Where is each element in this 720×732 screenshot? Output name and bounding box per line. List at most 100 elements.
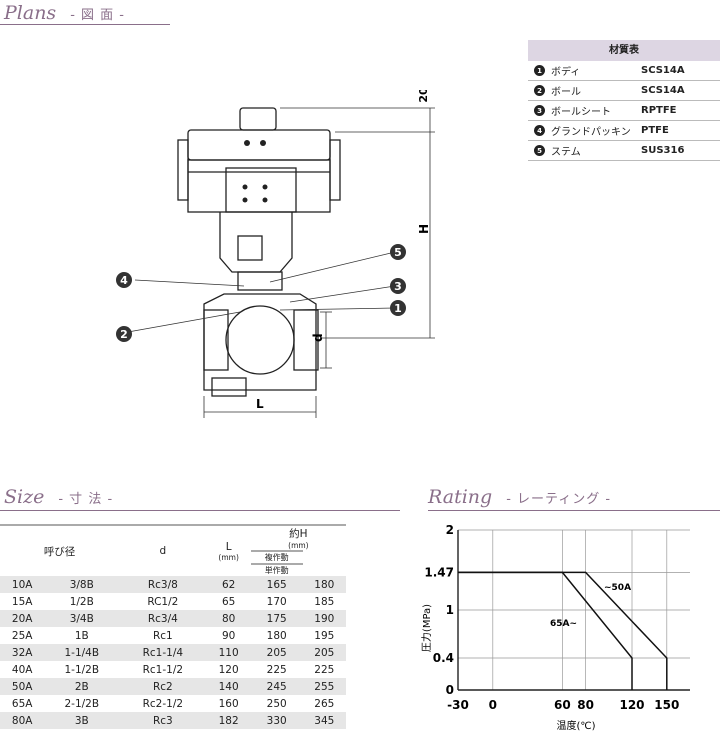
series-label: 65A~ (550, 619, 577, 629)
part-name: ボディ (551, 67, 581, 78)
table-cell: 1-1/2B (64, 663, 100, 676)
part-name: ステム (551, 147, 581, 158)
table-cell: Rc2-1/2 (142, 697, 184, 710)
series-label: ~50A (604, 583, 631, 593)
col-l-label: L (225, 540, 232, 553)
table-cell: 80 (206, 610, 251, 627)
callout-4-label: 4 (120, 274, 128, 287)
callout-1-label: 1 (394, 302, 402, 315)
table-cell: 1B (74, 629, 89, 642)
col-l-unit: (mm) (218, 552, 239, 562)
table-cell: Rc3 (119, 712, 207, 729)
x-tick-label: 0 (489, 698, 497, 712)
material-row: 5 ステム SUS316 (528, 141, 720, 161)
table-cell: 25A (11, 629, 33, 642)
size-heading: Size - 寸 法 - (4, 486, 113, 508)
dim-l-label: L (256, 397, 264, 411)
table-cell: 190 (302, 610, 346, 627)
table-cell: 205 (302, 644, 346, 661)
actuator-boss (239, 107, 277, 131)
table-cell: Rc3/4 (119, 610, 207, 627)
table-cell: 65 (221, 595, 236, 608)
rating-heading: Rating - レーティング - (428, 486, 611, 508)
col-single-acting: 単作動 (250, 563, 303, 576)
table-cell: Rc1-1/4 (119, 644, 207, 661)
table-cell: 345 (302, 712, 346, 729)
actuator-cap-right (329, 139, 341, 201)
table-cell: 182 (206, 712, 251, 729)
table-cell: Rc1-1/2 (142, 663, 184, 676)
callout-2 (116, 326, 132, 342)
dim-20-label: 20 (417, 90, 430, 103)
series-line (458, 571, 633, 690)
table-cell: Rc1 (152, 629, 173, 642)
size-title: Size (4, 486, 45, 508)
callout-number: 2 (534, 85, 545, 96)
dim-d-label: d (311, 333, 325, 342)
y-axis-label: 圧力(MPa) (420, 604, 433, 652)
col-nominal: 呼び径 (0, 524, 120, 576)
material-row: 2 ボール SCS14A (528, 81, 720, 101)
port-hole (260, 140, 266, 146)
col-h-unit: (mm) (288, 541, 309, 550)
dim-h-label: H (417, 224, 431, 234)
x-tick-label: 60 (554, 698, 571, 712)
x-tick-label: 120 (619, 698, 644, 712)
table-cell: 175 (250, 610, 303, 627)
part-material: SUS316 (641, 145, 685, 156)
callout-3 (390, 278, 406, 294)
mount-hole (262, 197, 268, 203)
lever-stop (211, 377, 247, 397)
table-cell: 3B (44, 712, 120, 729)
plans-title: Plans (4, 2, 57, 24)
rating-title: Rating (428, 486, 493, 508)
table-cell: 32A (0, 644, 45, 661)
callout-4 (116, 272, 132, 288)
table-cell: 330 (250, 712, 303, 729)
y-tick-label: 1 (446, 603, 454, 617)
part-material: RPTFE (641, 105, 677, 116)
table-cell: 255 (302, 678, 346, 695)
part-name: ボール (551, 87, 581, 98)
callout-number: 5 (534, 145, 545, 156)
size-subtitle: - 寸 法 - (58, 492, 114, 507)
materials-table: 材質表 1 ボディ SCS14A 2 ボール SCS14A 3 ボールシート R… (528, 40, 720, 161)
materials-header: 材質表 (528, 40, 720, 61)
part-material: SCS14A (641, 65, 685, 76)
plans-rule (0, 24, 170, 25)
table-cell: 65A (11, 697, 33, 710)
callout-number: 4 (534, 125, 545, 136)
y-tick-label: 0 (446, 683, 454, 697)
mount-hole (242, 184, 248, 190)
end-port-left (203, 309, 229, 371)
table-cell: 15A (11, 595, 33, 608)
x-tick-label: -30 (447, 698, 469, 712)
x-tick-label: 150 (654, 698, 679, 712)
table-cell: 225 (266, 663, 287, 676)
table-cell: 195 (314, 629, 335, 642)
table-cell: 50A (0, 678, 45, 695)
table-cell: 2-1/2B (64, 697, 100, 710)
material-row: 3 ボールシート RPTFE (528, 101, 720, 121)
actuator-plate (225, 167, 297, 213)
col-d: d (119, 524, 207, 576)
table-cell: 90 (221, 629, 236, 642)
x-tick-label: 80 (577, 698, 594, 712)
valve-drawing: 20 H d L 5 4 3 1 2 (116, 90, 435, 418)
table-cell: 1-1/4B (44, 644, 120, 661)
size-rule (0, 510, 400, 511)
part-name: ボールシート (551, 107, 611, 118)
part-material: PTFE (641, 125, 669, 136)
table-cell: 110 (206, 644, 251, 661)
material-row: 4 グランドパッキン PTFE (528, 121, 720, 141)
col-h-label: 約H (289, 528, 308, 540)
callout-number: 3 (534, 105, 545, 116)
mount-hole (262, 184, 268, 190)
